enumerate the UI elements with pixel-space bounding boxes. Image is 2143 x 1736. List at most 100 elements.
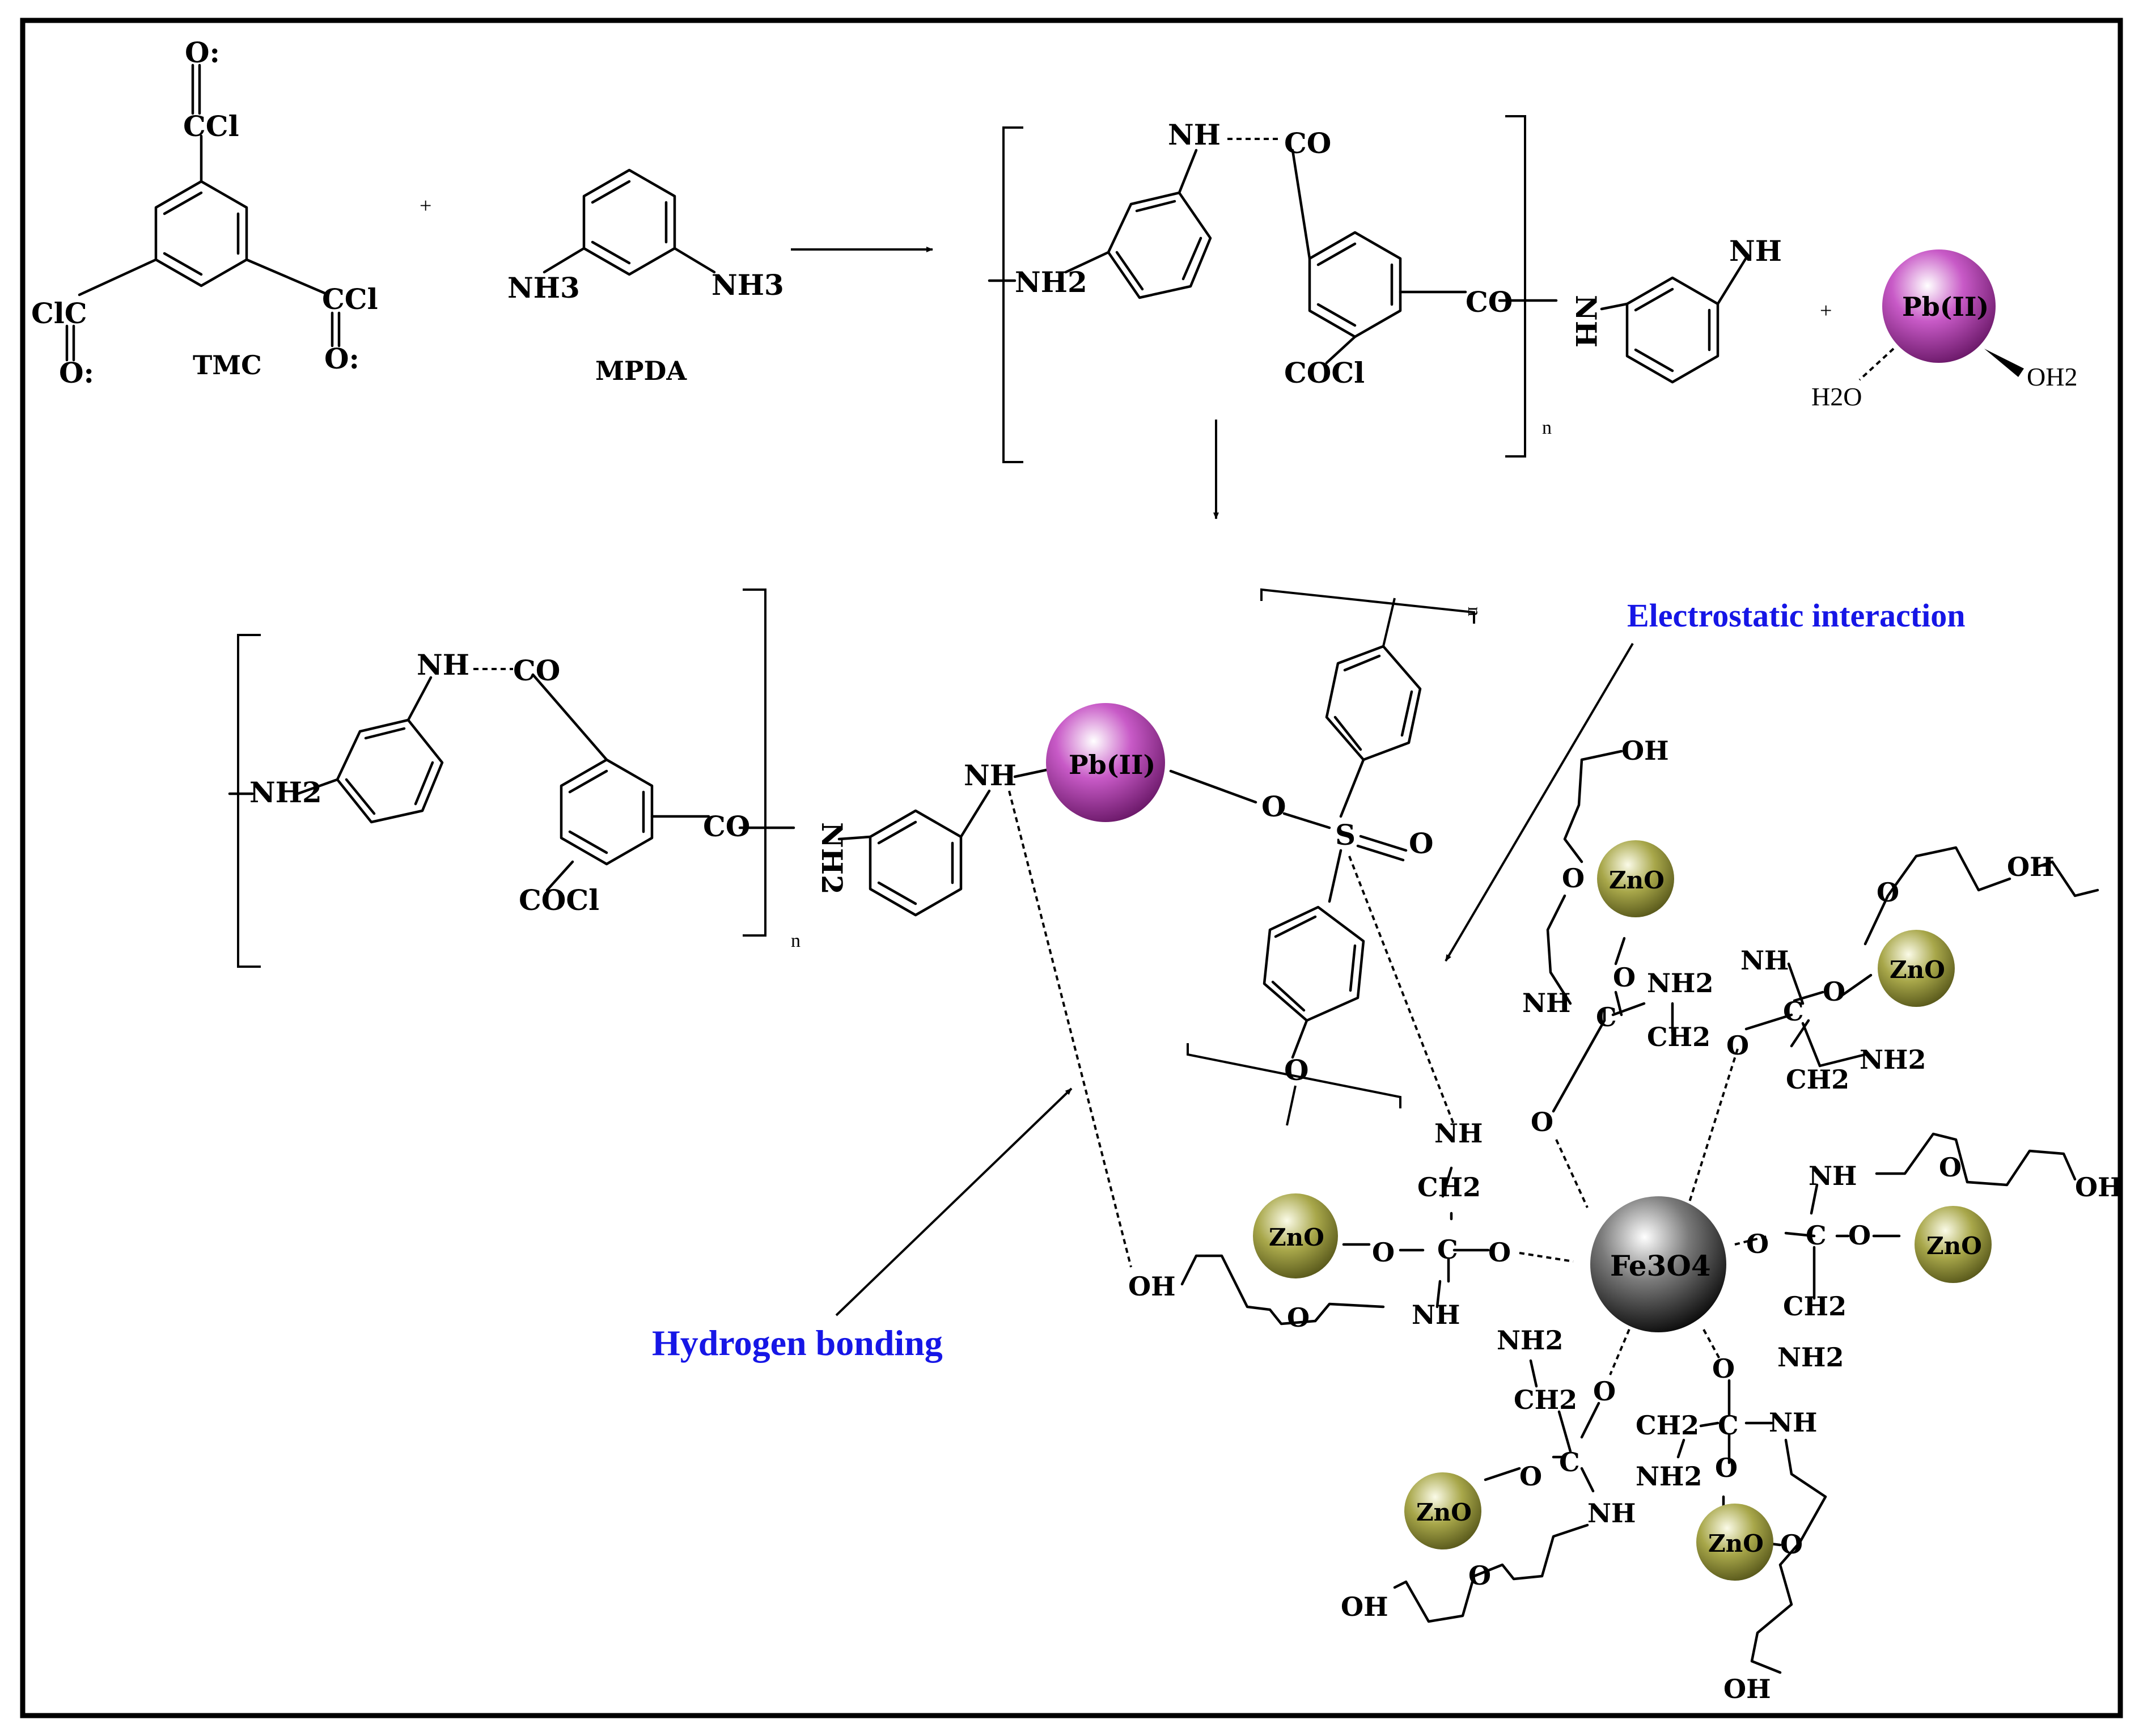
- zno-label-2: ZnO: [1890, 956, 1945, 984]
- tmc-group-ccl-right: CCl: [322, 282, 378, 316]
- nc-ch2-5: CH2: [1514, 1384, 1577, 1415]
- nc-c-1: C: [1596, 1002, 1617, 1032]
- tmc-group-clc-left: ClC: [31, 297, 87, 330]
- tmc-group-ccl-top: CCl: [183, 109, 239, 143]
- nc-oh-2: OH: [2007, 852, 2055, 882]
- fe3o4-label: Fe3O4: [1610, 1249, 1711, 1282]
- pb-ion-sphere: [1882, 249, 1996, 363]
- zno-label-3: ZnO: [1926, 1232, 1982, 1260]
- bottom-polymer-nh: NH: [417, 648, 469, 681]
- nc-o-8: O: [1746, 1229, 1769, 1259]
- mpda-label: MPDA: [595, 355, 687, 386]
- top-polymer-nh2: NH2: [1015, 265, 1087, 299]
- nc-ch2-6: CH2: [1636, 1410, 1699, 1441]
- tmc-label: TMC: [193, 350, 262, 380]
- top-polymer-cocl: COCl: [1284, 356, 1365, 389]
- mpda-group-nh3-left: NH3: [507, 271, 580, 304]
- pb-ligand-right: OH2: [2027, 362, 2077, 391]
- sulfone-o-double: O: [1409, 827, 1434, 860]
- tmc-group-o-right: O:: [324, 342, 359, 375]
- zno-particle-2: [1878, 930, 1955, 1007]
- tmc-group-o-top: O:: [185, 36, 220, 69]
- nc-oh-4: OH: [1128, 1271, 1176, 1302]
- nc-o-14: O: [1519, 1461, 1542, 1492]
- sulfone-polymer: [1187, 588, 1475, 1126]
- top-polymer-nh-end: NH: [1729, 234, 1782, 268]
- nc-o-6: O: [1726, 1030, 1749, 1061]
- zno-label-1: ZnO: [1609, 866, 1665, 894]
- caption-hydrogen: Hydrogen bonding: [652, 1323, 943, 1363]
- nc-o-3: O: [1531, 1107, 1553, 1137]
- nc-nh-6: NH: [1587, 1498, 1636, 1528]
- polymer-bottom: [228, 588, 991, 968]
- nc-oh-5: OH: [1341, 1591, 1388, 1622]
- nc-c-2: C: [1783, 996, 1804, 1027]
- bottom-polymer-co-right: CO: [703, 810, 750, 843]
- nc-o-9: O: [1848, 1220, 1871, 1251]
- pb-bound-label: Pb(II): [1069, 750, 1155, 780]
- caption-electrostatic: Electrostatic interaction: [1627, 597, 1965, 634]
- zno-particle-1: [1597, 840, 1674, 917]
- nc-oh-1: OH: [1621, 735, 1669, 766]
- zno-label-6: ZnO: [1708, 1530, 1764, 1557]
- nanocomposite-bonds: [1180, 750, 2099, 1674]
- sulfone-o-single: O: [1261, 790, 1286, 823]
- zno-label-4: ZnO: [1269, 1223, 1324, 1251]
- pb-bound-sphere: [1046, 703, 1165, 822]
- sulfone-repeat-n: n: [1464, 607, 1485, 616]
- sulfone-s: S: [1335, 818, 1356, 852]
- nc-ch2-4: CH2: [1417, 1172, 1481, 1203]
- top-polymer-nh: NH: [1168, 118, 1221, 151]
- nc-o-4: O: [1877, 877, 1899, 908]
- nc-nh-3: NH: [1809, 1161, 1857, 1191]
- nc-o-15: O: [1468, 1560, 1491, 1591]
- nc-o-12: O: [1287, 1302, 1310, 1333]
- nc-o-17: O: [1715, 1453, 1738, 1483]
- arrow-electrostatic: [1445, 642, 1634, 962]
- nc-oh-6: OH: [1723, 1674, 1771, 1704]
- pb-water-bond-right: [1984, 349, 2024, 377]
- zno-particles: ZnO ZnO ZnO ZnO ZnO ZnO: [1253, 840, 1992, 1581]
- sulfone-ether-o: O: [1284, 1053, 1309, 1087]
- bottom-polymer-repeat-n: n: [791, 930, 801, 951]
- plus-sign-1: +: [420, 194, 431, 218]
- top-polymer-nh-vertical: NH: [1569, 295, 1603, 348]
- fe3o4-core: [1590, 1196, 1726, 1332]
- zno-particle-4: [1253, 1193, 1338, 1278]
- bottom-polymer-co: CO: [513, 654, 560, 687]
- nc-o-18: O: [1780, 1529, 1803, 1560]
- bottom-polymer-nh2-vertical: NH2: [815, 822, 849, 895]
- nc-nh-1: NH: [1522, 988, 1571, 1018]
- hbond-line-s-nh: [1348, 856, 1455, 1126]
- mpda-group-nh3-right: NH3: [711, 268, 784, 302]
- bottom-polymer-cocl: COCl: [519, 883, 599, 917]
- nc-o-5: O: [1823, 976, 1845, 1007]
- zno-particle-3: [1915, 1206, 1992, 1283]
- plus-sign-2: +: [1820, 299, 1832, 323]
- tmc-group-o-left: O:: [59, 356, 94, 389]
- bottom-polymer-nh2: NH2: [249, 776, 322, 809]
- nc-c-5: C: [1559, 1447, 1580, 1477]
- nc-nh2-5: NH2: [1636, 1461, 1702, 1492]
- hbond-line-nh-oh: [1008, 790, 1132, 1268]
- pb-ligand-left: H2O: [1811, 382, 1862, 411]
- nc-o-11: O: [1488, 1237, 1511, 1268]
- pb-ion-label: Pb(II): [1902, 291, 1989, 322]
- nc-ch2-2: CH2: [1786, 1064, 1849, 1095]
- top-polymer-co-right: CO: [1466, 285, 1513, 319]
- nc-o-7: O: [1939, 1152, 1962, 1183]
- zno-label-5: ZnO: [1416, 1498, 1472, 1526]
- nc-nh2-1: NH2: [1647, 968, 1714, 998]
- nanocomposite-labels: OH O NH O NH2 CH2 C O OH O NH O C O NH2 …: [1128, 735, 2123, 1704]
- nc-nh-2: NH: [1740, 945, 1789, 976]
- top-polymer-repeat-n: n: [1542, 417, 1552, 438]
- nc-ch2-3: CH2: [1783, 1291, 1846, 1322]
- pb-water-bond-left: [1858, 348, 1895, 381]
- nc-o-10: O: [1372, 1237, 1395, 1268]
- zno-particle-5: [1404, 1472, 1481, 1549]
- nc-nh-7: NH: [1769, 1407, 1818, 1438]
- pb-bond-sulfone: [1169, 769, 1257, 804]
- nc-o-13: O: [1593, 1376, 1616, 1407]
- nc-o-1: O: [1562, 863, 1585, 894]
